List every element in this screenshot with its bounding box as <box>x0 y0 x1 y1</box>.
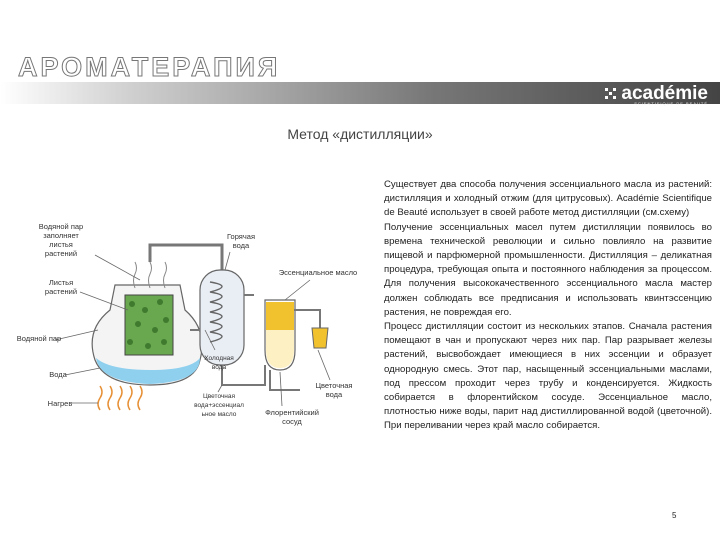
output-pipe <box>221 365 266 386</box>
page-number: 5 <box>672 511 677 520</box>
logo-text: académie <box>621 83 708 104</box>
paragraph-3: Процесс дистилляции состоит из нескольки… <box>384 321 712 432</box>
label-water-vapor: Водяной пар <box>16 334 62 343</box>
label-florentine: Флорентийский сосуд <box>265 408 319 426</box>
body-text: Существует два способа получения эссенци… <box>384 178 712 434</box>
label-plant-leaves: Листья растений <box>44 278 78 296</box>
paragraph-1: Существует два способа получения эссенци… <box>384 179 712 219</box>
overflow-spout <box>294 309 321 328</box>
label-essential-oil: Эссенциальное масло <box>278 268 358 277</box>
section-subtitle: Метод «дистилляции» <box>287 126 433 142</box>
label-steam-fills: Водяной пар заполняет листья растений <box>38 222 84 258</box>
paragraph-2: Получение эссенциальных масел путем дист… <box>384 221 712 318</box>
condenser-coil-icon <box>209 281 223 343</box>
academie-logo: académie <box>605 83 708 105</box>
label-hot-water: Горячая вода <box>226 232 256 250</box>
logo-tagline: SCIENTIFIQUE DE BEAUTÉ <box>634 101 708 106</box>
collector-flask <box>311 327 329 349</box>
steam-wisps <box>133 261 167 289</box>
label-flower-water: Цветочная вода <box>315 381 353 399</box>
heating-flames-icon <box>97 385 143 411</box>
label-cold-water: Холодная вода <box>204 355 234 371</box>
oil-layer <box>266 302 294 330</box>
label-flower-water-essence: Цветочная вода+эссенциал ьное масло <box>194 393 244 418</box>
distillation-diagram <box>54 243 331 411</box>
page-title: АРОМАТЕРАПИЯ <box>17 52 281 83</box>
header-band <box>0 82 720 104</box>
label-water: Вода <box>49 370 67 379</box>
boiler-water <box>96 358 200 384</box>
logo-dots-icon <box>605 88 617 100</box>
steam-pipe <box>148 243 224 270</box>
label-heating: Нагрев <box>47 399 73 408</box>
